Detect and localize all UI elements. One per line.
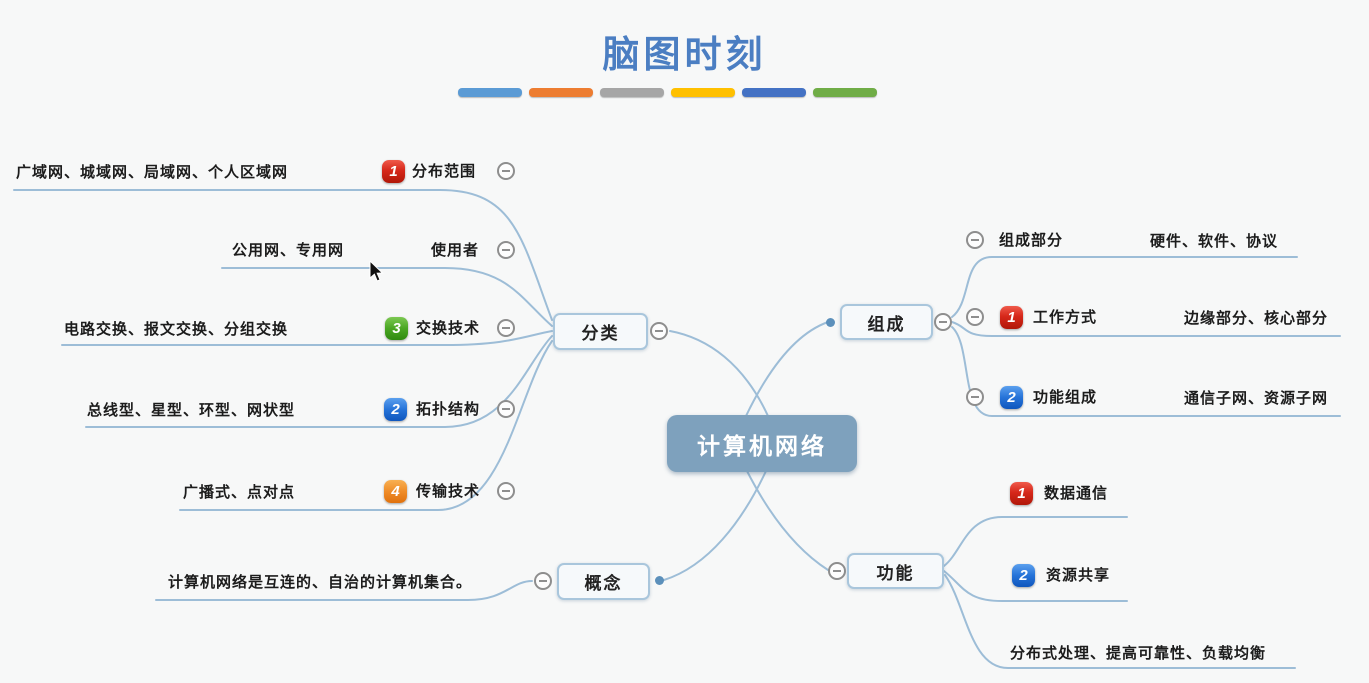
- branch-node-gainian[interactable]: 概念: [557, 563, 650, 600]
- central-topic[interactable]: 计算机网络: [667, 415, 857, 472]
- collapse-icon[interactable]: [497, 162, 515, 180]
- connector-dot: [826, 318, 835, 327]
- divider-bar-navy: [742, 88, 806, 97]
- branch-node-zucheng[interactable]: 组成: [840, 304, 933, 340]
- subtopic-label[interactable]: 拓扑结构: [416, 401, 481, 418]
- number-badge-1: 1: [1000, 306, 1023, 329]
- divider-bar-gold: [671, 88, 735, 97]
- collapse-icon[interactable]: [966, 308, 984, 326]
- mouse-cursor: [369, 261, 384, 282]
- leaf-text[interactable]: 广域网、城域网、局域网、个人区域网: [16, 164, 289, 181]
- link-center-zucheng: [745, 321, 829, 417]
- collapse-icon-fenlei[interactable]: [650, 322, 668, 340]
- connector-dot: [655, 576, 664, 585]
- branch-node-gongneng[interactable]: 功能: [847, 553, 944, 589]
- divider-bar-gray: [600, 88, 664, 97]
- number-badge-4: 4: [384, 480, 407, 503]
- collapse-icon-gongneng[interactable]: [828, 562, 846, 580]
- subtopic-label[interactable]: 交换技术: [416, 320, 481, 337]
- number-badge-3: 3: [385, 317, 408, 340]
- collapse-icon[interactable]: [497, 482, 515, 500]
- number-badge-1: 1: [1010, 482, 1033, 505]
- subtopic-label[interactable]: 工作方式: [1033, 309, 1098, 326]
- number-badge-2: 2: [1012, 564, 1035, 587]
- divider-bar-green: [813, 88, 877, 97]
- divider-bar-orange: [529, 88, 593, 97]
- number-badge-1: 1: [382, 160, 405, 183]
- leaf-text[interactable]: 电路交换、报文交换、分组交换: [64, 321, 289, 338]
- subtopic-label[interactable]: 数据通信: [1044, 485, 1109, 502]
- collapse-icon-zucheng[interactable]: [934, 313, 952, 331]
- subtopic-label[interactable]: 传输技术: [416, 483, 481, 500]
- leaf-text[interactable]: 分布式处理、提高可靠性、负载均衡: [1010, 645, 1267, 662]
- link-gongneng-1: [943, 516, 1128, 567]
- collapse-icon[interactable]: [966, 388, 984, 406]
- collapse-icon-gainian[interactable]: [534, 572, 552, 590]
- link-center-gongneng: [746, 470, 829, 571]
- leaf-text[interactable]: 总线型、星型、环型、网状型: [87, 402, 296, 419]
- collapse-icon[interactable]: [497, 400, 515, 418]
- subtopic-label[interactable]: 功能组成: [1033, 389, 1098, 406]
- branch-node-fenlei[interactable]: 分类: [553, 313, 648, 350]
- subtopic-label[interactable]: 资源共享: [1046, 567, 1111, 584]
- divider-bar-blue: [458, 88, 522, 97]
- leaf-text[interactable]: 通信子网、资源子网: [1184, 390, 1329, 407]
- subtopic-label[interactable]: 使用者: [431, 242, 480, 259]
- title-divider-bars: [458, 88, 877, 97]
- collapse-icon[interactable]: [966, 231, 984, 249]
- leaf-text[interactable]: 公用网、专用网: [232, 242, 345, 259]
- collapse-icon[interactable]: [497, 319, 515, 337]
- collapse-icon[interactable]: [497, 241, 515, 259]
- leaf-text[interactable]: 计算机网络是互连的、自治的计算机集合。: [168, 574, 473, 591]
- link-center-fenlei: [669, 330, 769, 417]
- subtopic-label[interactable]: 分布范围: [412, 163, 477, 180]
- leaf-text[interactable]: 广播式、点对点: [183, 484, 296, 501]
- link-center-gainian: [663, 470, 767, 581]
- number-badge-2: 2: [1000, 386, 1023, 409]
- leaf-text[interactable]: 硬件、软件、协议: [1150, 233, 1279, 250]
- number-badge-2: 2: [384, 398, 407, 421]
- page-title: 脑图时刻: [602, 34, 767, 75]
- subtopic-label[interactable]: 组成部分: [999, 232, 1064, 249]
- leaf-text[interactable]: 边缘部分、核心部分: [1184, 310, 1329, 327]
